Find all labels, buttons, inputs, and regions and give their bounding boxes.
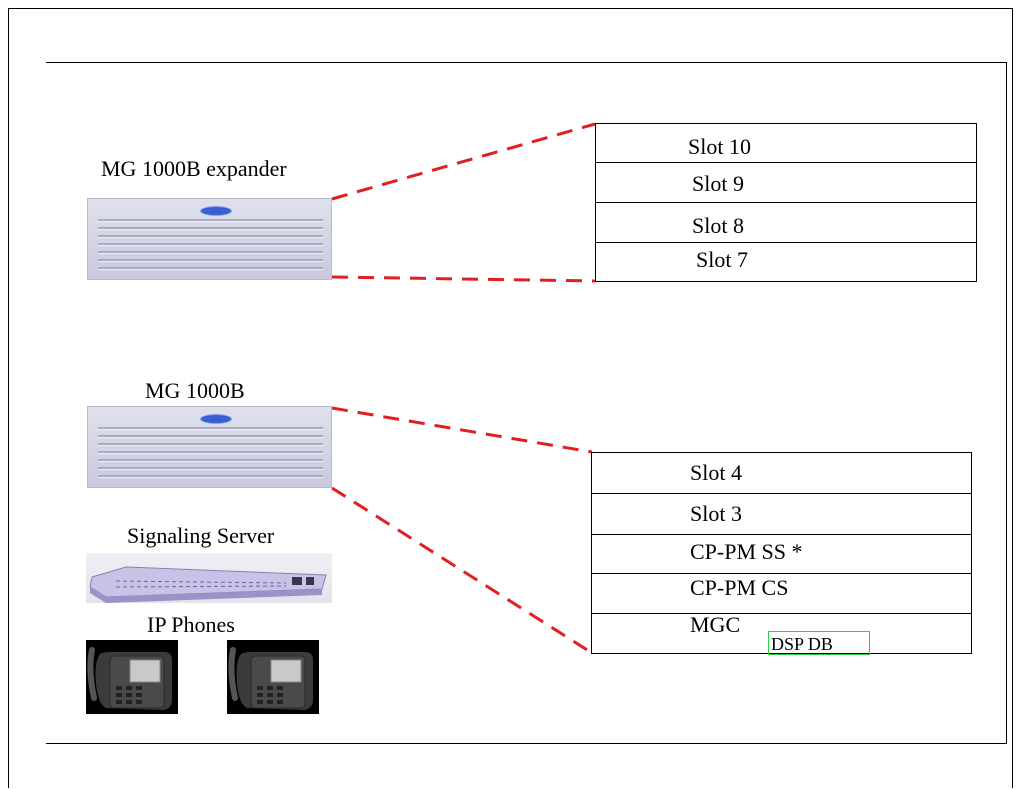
base-slot-table: Slot 4 Slot 3 CP-PM SS * CP-PM CS MGC xyxy=(591,452,972,654)
ip-phone-icon xyxy=(227,640,319,714)
slot-label: Slot 8 xyxy=(692,213,744,238)
slot-row: CP-PM SS * xyxy=(592,534,971,573)
slot-label: Slot 4 xyxy=(690,460,742,485)
slot-row: Slot 7 xyxy=(596,242,976,281)
server-icon xyxy=(86,553,332,603)
diagram-panel xyxy=(46,62,1007,744)
base-label: MG 1000B xyxy=(145,378,245,403)
ip-phone-icon xyxy=(86,640,178,714)
server-drawing xyxy=(89,566,327,603)
slot-row: Slot 4 xyxy=(592,453,971,493)
slot-label: CP-PM CS xyxy=(690,575,789,600)
expander-label: MG 1000B expander xyxy=(101,156,287,181)
ip-phones-label: IP Phones xyxy=(147,612,235,637)
slot-label: Slot 7 xyxy=(696,247,748,272)
expander-slot-table: Slot 10 Slot 9 Slot 8 Slot 7 xyxy=(595,123,977,282)
slot-label: Slot 10 xyxy=(688,134,751,159)
slot-row: Slot 3 xyxy=(592,493,971,534)
dsp-db-box: DSP DB xyxy=(768,631,870,655)
slot-row: Slot 8 xyxy=(596,202,976,242)
slot-row: MGC xyxy=(592,612,971,653)
slot-label: Slot 3 xyxy=(690,501,742,526)
slot-label: MGC xyxy=(690,612,741,637)
slot-row: Slot 9 xyxy=(596,162,976,202)
chassis-badge-icon xyxy=(200,206,232,216)
chassis-badge-icon xyxy=(200,414,232,424)
base-chassis-icon xyxy=(87,406,332,488)
signaling-server-label: Signaling Server xyxy=(127,523,275,548)
slot-label: Slot 9 xyxy=(692,171,744,196)
outer-frame xyxy=(8,8,1013,788)
slot-row: Slot 10 xyxy=(596,124,976,162)
slot-label: CP-PM SS * xyxy=(690,539,803,564)
slot-row: CP-PM CS xyxy=(592,573,971,613)
expander-chassis-icon xyxy=(87,198,332,280)
